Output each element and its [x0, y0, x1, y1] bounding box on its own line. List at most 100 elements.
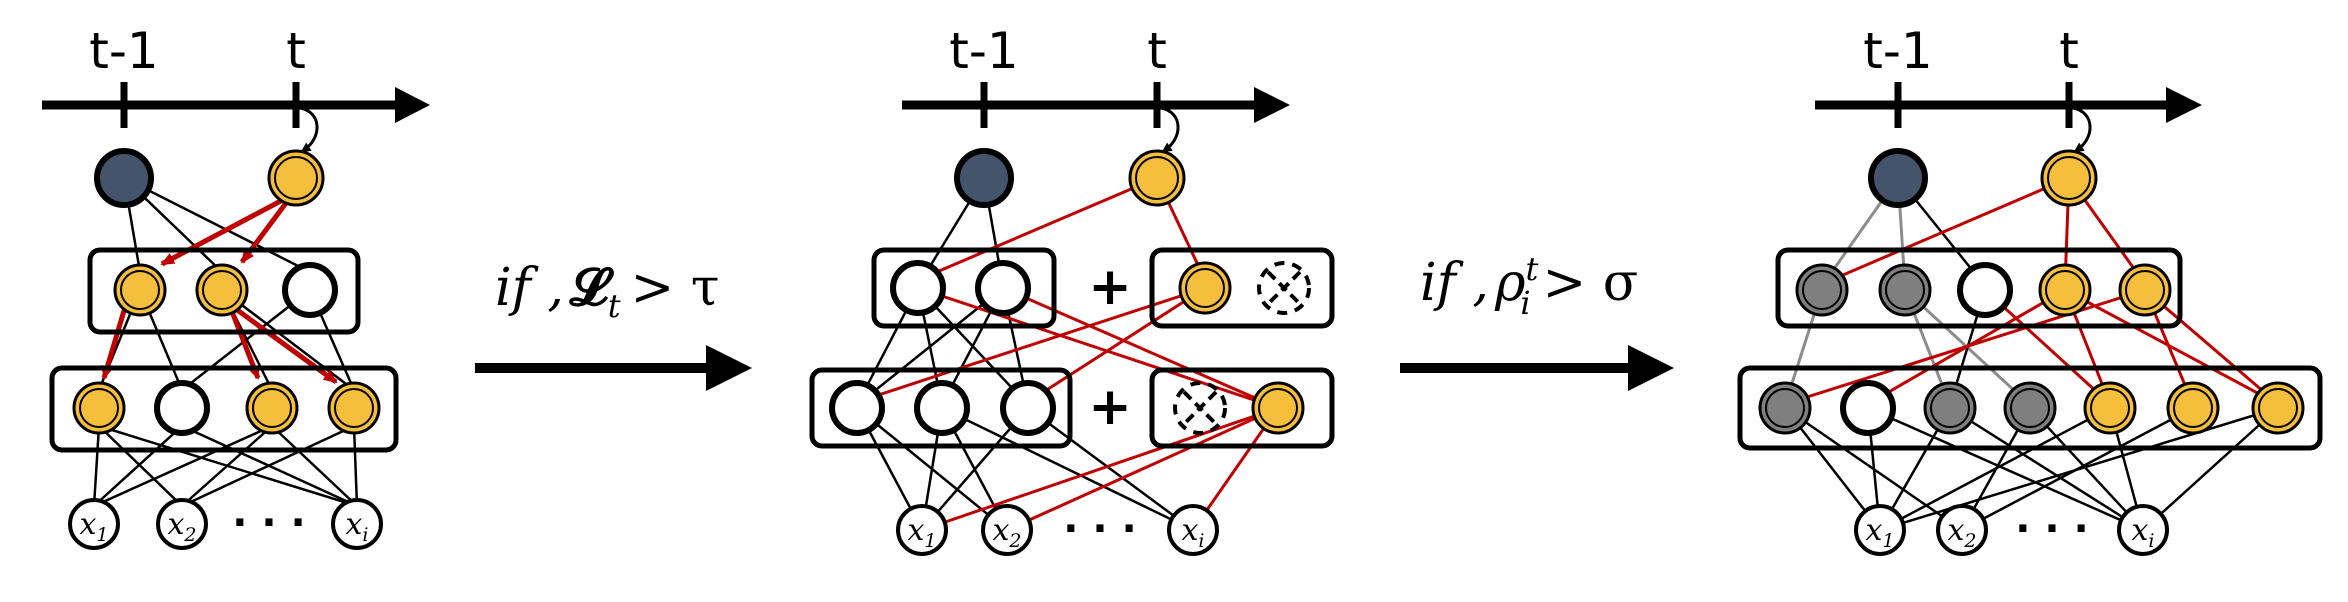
input-label: x1 — [79, 507, 108, 546]
edges-black — [855, 177, 1194, 532]
neuron-pruned — [1923, 381, 1977, 435]
tick-label-current: t — [286, 22, 306, 80]
input-node — [981, 504, 1033, 556]
neuron-active — [195, 263, 249, 317]
input-layer: x1 x2 · · · xi — [1854, 504, 2169, 556]
self-loop-arrow — [299, 106, 319, 153]
neuron-active — [2166, 381, 2220, 435]
output-layer — [954, 148, 1186, 208]
placeholder-neuron-icon — [1257, 261, 1311, 315]
self-loop-arrow — [2072, 106, 2092, 153]
transition-arrowhead — [1628, 345, 1674, 391]
timeline-arrowhead — [1254, 87, 1290, 123]
input-ellipsis: · · · — [1063, 506, 1136, 552]
edges-black — [92, 176, 359, 508]
input-label: x2 — [167, 507, 196, 546]
neuron-empty — [914, 380, 970, 436]
input-ellipsis: · · · — [2015, 506, 2088, 552]
expanded-units-2-box — [1149, 247, 1335, 329]
neuron-empty — [154, 380, 210, 436]
input-node — [68, 498, 120, 550]
input-label: xi — [1182, 513, 1205, 552]
input-node — [1936, 504, 1988, 556]
neuron-empty — [975, 260, 1031, 316]
input-node — [2117, 504, 2169, 556]
neuron-empty — [1840, 380, 1896, 436]
panel-2: t-1 t + + — [809, 22, 1335, 556]
neuron-active — [327, 381, 381, 435]
hidden-layer-2 — [113, 262, 338, 318]
neuron-active — [72, 381, 126, 435]
timeline-arrowhead — [2166, 87, 2202, 123]
tick-label-current: t — [2059, 22, 2079, 80]
input-node — [331, 498, 383, 550]
neuron-new — [1251, 381, 1305, 435]
neuron-active — [245, 381, 299, 435]
neuron-active — [2118, 263, 2172, 317]
tick-label-prev: t-1 — [949, 22, 1018, 80]
neuron-active — [2083, 381, 2137, 435]
hidden-layer-2 — [1795, 262, 2172, 318]
panel-1: t-1 t — [42, 22, 430, 550]
input-ellipsis: · · · — [232, 500, 305, 546]
input-label: x2 — [992, 513, 1021, 552]
neuron-empty — [1000, 380, 1056, 436]
timeline: t-1 t — [902, 22, 1290, 153]
neuron-frozen — [954, 148, 1014, 208]
neuron-pruned — [1795, 263, 1849, 317]
neuron-active — [113, 263, 167, 317]
neuron-frozen — [1868, 148, 1928, 208]
neuron-pruned — [1878, 263, 1932, 317]
input-layer: x1 x2 · · · xi — [68, 498, 383, 550]
hidden-layer-1 — [829, 380, 1305, 436]
input-node — [1167, 504, 1219, 556]
neuron-empty — [1957, 262, 2013, 318]
input-label: xi — [346, 507, 369, 546]
input-node — [1854, 504, 1906, 556]
hidden-layer-2 — [890, 260, 1311, 316]
output-layer — [94, 148, 325, 208]
hidden-layer-1-box — [809, 367, 1073, 449]
input-layer: x1 x2 · · · xi — [896, 504, 1219, 556]
neuron-empty — [282, 262, 338, 318]
neuron-new — [1178, 261, 1232, 315]
hidden-layer-2-box — [871, 247, 1057, 329]
hidden-layer-1-box — [49, 365, 399, 453]
neuron-frozen — [94, 148, 154, 208]
output-layer — [1868, 148, 2098, 208]
timeline: t-1 t — [42, 22, 430, 153]
input-label: xi — [2132, 513, 2155, 552]
timeline: t-1 t — [1815, 22, 2202, 153]
panel-3: t-1 t — [1737, 22, 2323, 556]
tick-label-prev: t-1 — [89, 22, 158, 80]
hidden-layer-2-box — [1775, 247, 2183, 329]
neuron-pruned — [2003, 381, 2057, 435]
neuron-pruned — [1758, 381, 1812, 435]
neuron-active — [2038, 263, 2092, 317]
hidden-layer-1 — [72, 380, 381, 436]
tick-label-current: t — [1147, 22, 1167, 80]
plus-sign: + — [1088, 377, 1132, 437]
neuron-active — [2251, 381, 2305, 435]
edges-black — [1784, 177, 2279, 532]
condition-loss: if ,𝓛t> τ — [495, 257, 719, 325]
neuron-empty — [829, 380, 885, 436]
hidden-layer-2-box — [87, 247, 361, 335]
neuron-active — [267, 149, 325, 207]
input-node — [156, 498, 208, 550]
hidden-layer-1-box — [1737, 365, 2323, 451]
neuron-empty — [890, 260, 946, 316]
neuron-active — [1128, 149, 1186, 207]
input-node — [896, 504, 948, 556]
self-loop-arrow — [1160, 106, 1180, 153]
input-label: x2 — [1947, 513, 1976, 552]
expanded-units-1-box — [1149, 367, 1335, 449]
placeholder-neuron-icon — [1173, 381, 1227, 435]
transition-1: if ,𝓛t> τ — [475, 257, 752, 391]
tick-label-prev: t-1 — [1863, 22, 1932, 80]
timeline-arrowhead — [395, 87, 430, 123]
transition-arrowhead — [706, 345, 752, 391]
